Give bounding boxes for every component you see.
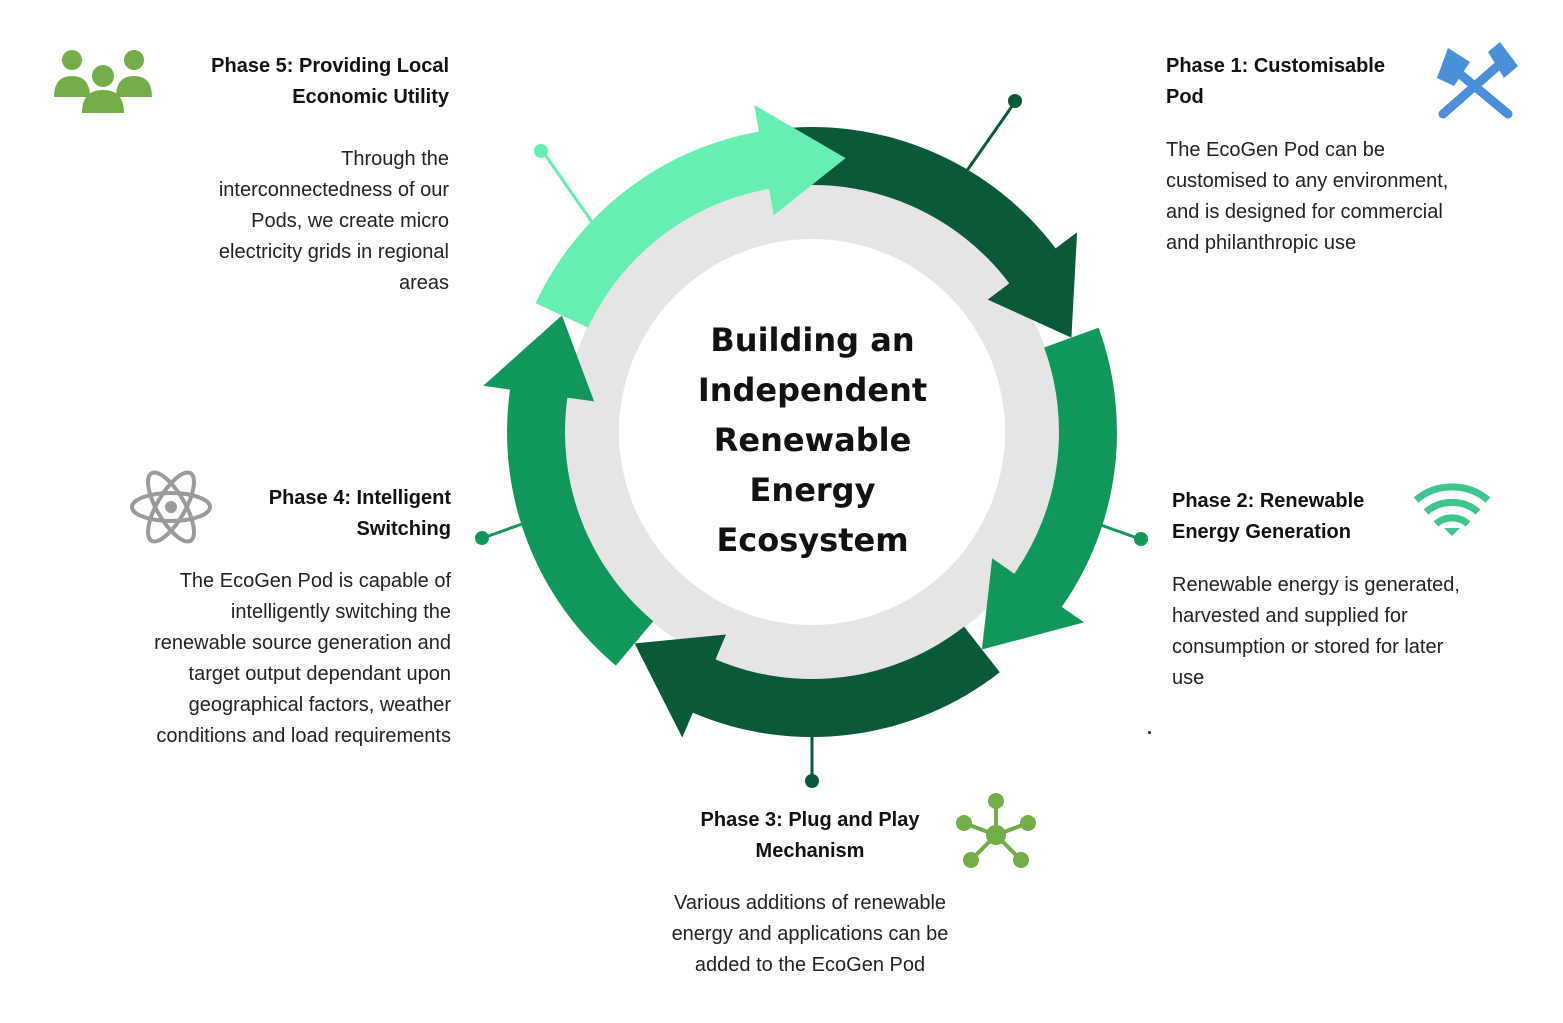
connector-phase4 bbox=[482, 522, 523, 540]
arrow-segment-phase3 bbox=[634, 626, 1000, 738]
phase4-description: The EcoGen Pod is capable of intelligent… bbox=[154, 570, 451, 747]
phase1-description: The EcoGen Pod can be customised to any … bbox=[1166, 139, 1449, 254]
connector-dot-phase1 bbox=[1008, 94, 1022, 108]
people-group-icon bbox=[54, 50, 152, 113]
connector-dot-phase3 bbox=[805, 774, 819, 788]
center-disc bbox=[619, 239, 1005, 625]
connector-phase2 bbox=[1097, 522, 1141, 541]
connector-phase5 bbox=[541, 151, 594, 223]
phase4-title: Phase 4: Intelligent Switching bbox=[268, 487, 451, 540]
phase5-title: Phase 5: Providing Local Economic Utilit… bbox=[211, 55, 449, 108]
connectors bbox=[475, 94, 1148, 788]
phase3-title: Phase 3: Plug and Play Mechanism bbox=[700, 809, 920, 862]
connector-dot-phase5 bbox=[534, 144, 548, 158]
arrow-segment-phase5 bbox=[535, 105, 846, 328]
arrow-segment-phase2 bbox=[981, 327, 1117, 650]
connector-dot-phase4 bbox=[475, 531, 489, 545]
phase2-title: Phase 2: Renewable Energy Generation bbox=[1172, 490, 1365, 543]
phase3-description: Various additions of renewable energy an… bbox=[671, 892, 949, 976]
wifi-icon bbox=[1413, 483, 1491, 536]
connector-phase1 bbox=[964, 101, 1017, 173]
connector-dot-phase2 bbox=[1134, 532, 1148, 546]
network-hub-icon bbox=[956, 793, 1036, 868]
phase2-description: Renewable energy is generated, harvested… bbox=[1172, 574, 1460, 689]
phase1-title: Phase 1: Customisable Pod bbox=[1166, 55, 1385, 108]
diagram-title: Building an Independent Renewable Energy… bbox=[697, 321, 928, 559]
arrow-segment-phase1 bbox=[785, 127, 1078, 338]
atom-icon bbox=[130, 470, 212, 544]
arrow-segment-phase4 bbox=[483, 315, 654, 666]
hammer-pick-icon bbox=[1437, 42, 1518, 119]
stray-dot bbox=[1148, 731, 1151, 734]
phase5-description: Through the interconnectedness of our Po… bbox=[218, 148, 449, 294]
